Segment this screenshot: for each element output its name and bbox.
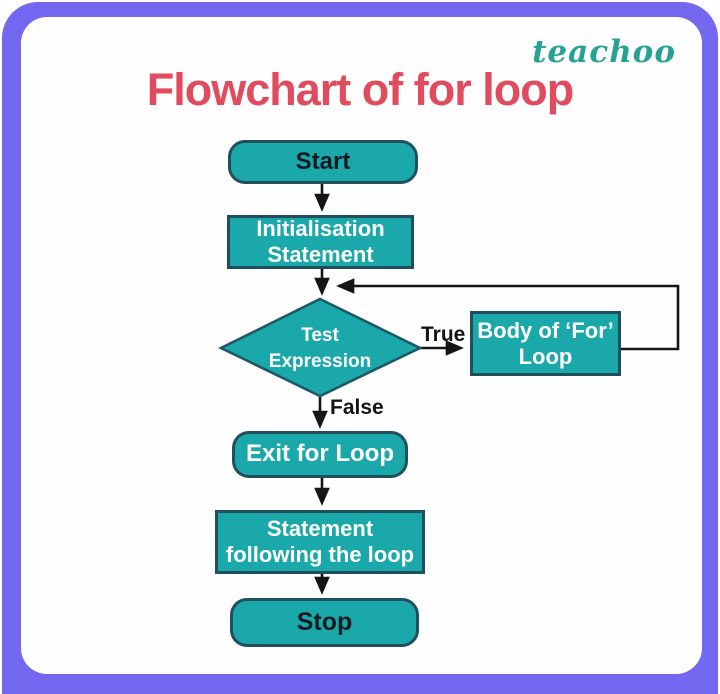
node-stop-label: Stop — [296, 607, 353, 636]
node-body-line1: Body of ‘For’ — [477, 317, 614, 343]
page-title: Flowchart of for loop — [146, 64, 574, 115]
node-statement-line2: following the loop — [225, 542, 415, 567]
edge-label-false: False — [330, 396, 384, 419]
node-exit-for-loop: Exit for Loop — [232, 431, 408, 478]
node-initialisation-line2: Statement — [267, 242, 374, 267]
node-statement-following-loop: Statement following the loop — [215, 510, 425, 574]
node-body-of-for-loop: Body of ‘For’ Loop — [470, 311, 621, 376]
node-initialisation-line1: Initialisation — [256, 216, 385, 242]
node-exit-label: Exit for Loop — [246, 440, 394, 468]
node-stop: Stop — [230, 598, 419, 647]
teachoo-logo: teachoo — [532, 34, 676, 70]
edge-label-true: True — [421, 323, 466, 346]
node-statement-line1: Statement — [266, 516, 374, 542]
node-initialisation-statement: Initialisation Statement — [227, 215, 414, 269]
node-start-label: Start — [295, 147, 351, 175]
test-expression-line1: Test — [301, 325, 339, 346]
node-test-expression-label: Test Expression — [240, 323, 400, 374]
test-expression-line2: Expression — [268, 350, 372, 372]
node-body-line2: Loop — [518, 343, 573, 369]
node-start: Start — [228, 140, 418, 184]
